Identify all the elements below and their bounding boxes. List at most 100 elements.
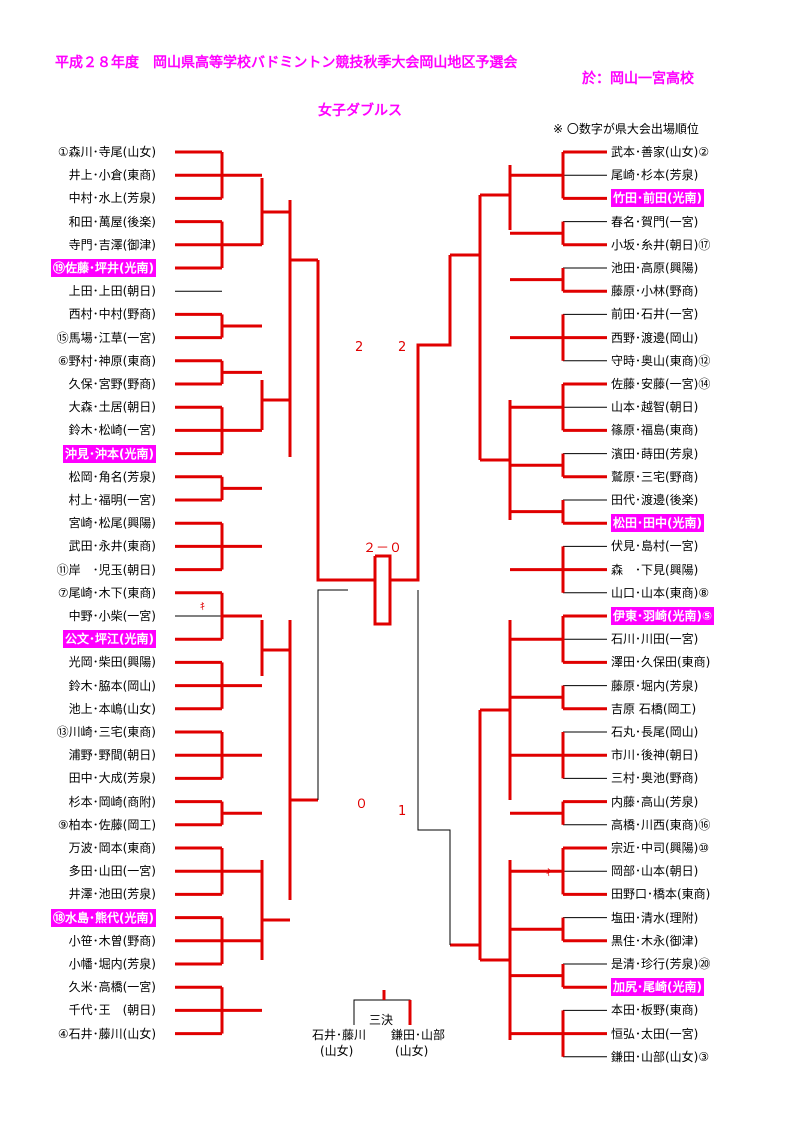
- score-final: ２－０: [363, 541, 402, 556]
- left-entry: 小幡･堀内(芳泉): [68, 957, 156, 971]
- left-entry: 光岡･柴田(興陽): [68, 655, 156, 670]
- left-entry: ⑱水島･熊代(光南): [51, 908, 156, 927]
- right-entry: 守時･奥山(東商)⑫: [611, 353, 711, 368]
- left-entry: ⑦尾崎･木下(東商): [57, 585, 156, 600]
- third-place-left-pair: 石井･藤川: [312, 1028, 366, 1042]
- left-entry: 大森･土居(朝日): [68, 400, 156, 415]
- right-entry: 石丸･長尾(岡山): [611, 725, 699, 739]
- right-entry: 春名･賀門(一宮): [611, 214, 699, 229]
- right-entry: 伊東･羽崎(光南)⑤: [611, 607, 715, 625]
- score-lower-left: ０: [355, 797, 368, 812]
- left-entry: 中野･小柴(一宮): [68, 609, 156, 623]
- right-entry: 黒住･木永(御津): [611, 933, 699, 948]
- third-place-right-pair: 鎌田･山部: [391, 1027, 445, 1042]
- event-subtitle: 女子ダブルス: [318, 103, 402, 119]
- right-entry: 伏見･島村(一宮): [611, 539, 699, 554]
- left-entry: 多田･山田(一宮): [68, 864, 156, 879]
- right-entry: 尾崎･杉本(芳泉): [611, 168, 699, 183]
- third-place-right-school: (山女): [395, 1043, 428, 1058]
- score-lower-right: 1: [398, 804, 406, 819]
- right-entry: 藤原･堀内(芳泉): [611, 678, 699, 693]
- left-entry: 久米･高橋(一宮): [68, 980, 156, 995]
- right-entry: 本田･板野(東商): [611, 1003, 699, 1018]
- retire-mark-left: ｷ: [200, 602, 205, 613]
- right-entry: 濱田･蒔田(芳泉): [611, 446, 699, 461]
- right-entry: 高橋･川西(東商)⑯: [611, 817, 711, 832]
- left-entry: 村上･福明(一宮): [68, 493, 156, 507]
- right-entry: 松田･田中(光南): [611, 514, 704, 533]
- right-entry: 鷲原･三宅(野商): [611, 469, 699, 484]
- right-entry: 武本･善家(山女)②: [611, 145, 710, 159]
- left-entry: ⑨柏本･佐藤(岡工): [57, 817, 156, 832]
- left-entry: ⑥野村･神原(東商): [57, 353, 156, 368]
- left-entry: 宮崎･松尾(興陽): [68, 516, 156, 531]
- right-entry: 小坂･糸井(朝日)⑰: [611, 237, 711, 252]
- left-entry: 鈴木･松崎(一宮): [68, 423, 156, 438]
- right-entry: 森 ･下見(興陽): [611, 562, 699, 577]
- right-entry: 石川･川田(一宮): [611, 632, 699, 647]
- bracket-line: [353, 999, 411, 1025]
- right-entry: 吉原 石橋(岡工): [611, 701, 697, 716]
- right-entry: 西野･渡邊(岡山): [611, 330, 699, 345]
- right-entry: 宗近･中司(興陽)⑩: [611, 841, 710, 855]
- left-entry: 上田･上田(朝日): [68, 284, 156, 299]
- right-entry: 田野口･橋本(東商): [611, 887, 711, 902]
- left-entry: 寺門･吉澤(御津): [68, 237, 156, 252]
- right-entry: 塩田･清水(理附): [611, 910, 699, 925]
- left-entry: 鈴木･脇本(岡山): [68, 678, 156, 693]
- right-entry: 前田･石井(一宮): [611, 307, 699, 322]
- bracket-line: [373, 554, 392, 626]
- left-entry: 沖見･沖本(光南): [63, 444, 156, 463]
- bracket-line: [316, 260, 375, 582]
- right-entry: 山口･山本(東商)⑧: [611, 585, 710, 600]
- score-upper-right: 2: [398, 340, 406, 355]
- right-entry: 佐藤･安藤(一宮)⑭: [611, 377, 711, 391]
- right-entry: 篠原･福島(東商): [611, 423, 699, 438]
- left-entry: 千代･王 (朝日): [68, 1003, 156, 1018]
- right-entry: 三村･奥池(野商): [611, 771, 699, 786]
- right-entry: 是清･珍行(芳泉)⑳: [611, 957, 711, 971]
- right-entry: 岡部･山本(朝日): [611, 864, 699, 879]
- left-entry: 井澤･池田(芳泉): [68, 887, 156, 902]
- right-entry: 山本･越智(朝日): [611, 400, 699, 415]
- right-entry: 鎌田･山部(山女)③: [611, 1049, 710, 1064]
- third-place-left-school: (山女): [320, 1043, 353, 1058]
- score-upper-left: 2: [355, 340, 363, 355]
- left-entry: 松岡･角名(芳泉): [68, 469, 156, 484]
- bracket-line: [417, 590, 451, 945]
- left-entry: ①森川･寺尾(山女): [57, 145, 156, 159]
- left-entry: ⑲佐藤･坪井(光南): [51, 259, 156, 277]
- left-entry: 浦野･野間(朝日): [68, 748, 156, 763]
- right-entry: 澤田･久保田(東商): [611, 655, 711, 670]
- left-entry: 和田･萬屋(後楽): [68, 214, 156, 229]
- right-entry: 池田･高原(興陽): [611, 261, 699, 275]
- left-entry: 武田･永井(東商): [68, 539, 156, 554]
- left-entry: 井上･小倉(東商): [68, 168, 156, 183]
- bracket-lines: [175, 150, 607, 1058]
- left-entry: 西村･中村(野商): [68, 307, 156, 322]
- left-entry: 万波･岡本(東商): [68, 841, 156, 855]
- left-entry: 杉本･岡崎(商附): [68, 794, 156, 809]
- left-entry: ⑬川崎･三宅(東商): [56, 725, 156, 739]
- right-entry: 加尻･尾崎(光南): [611, 978, 704, 997]
- bracket-line: [317, 589, 348, 800]
- ranking-note: ※ 〇数字が県大会出場順位: [553, 122, 699, 136]
- right-entry: 田代･渡邊(後楽): [611, 493, 699, 507]
- left-entry: ⑪岸 ･児玉(朝日): [56, 562, 156, 577]
- left-entry: 久保･宮野(野商): [68, 377, 156, 391]
- left-entry: 田中･大成(芳泉): [68, 771, 156, 786]
- right-entry: 内藤･高山(芳泉): [611, 794, 699, 809]
- retire-mark-right: ｷ: [546, 868, 551, 879]
- left-entry: 中村･水上(芳泉): [68, 191, 156, 206]
- page-title: 平成２８年度 岡山県高等学校バドミントン競技秋季大会岡山地区予選会: [55, 55, 518, 71]
- left-entry: 公文･坪江(光南): [63, 630, 156, 649]
- left-entry: 池上･本嶋(山女): [68, 701, 156, 716]
- left-entry: ⑮馬場･江草(一宮): [56, 330, 156, 345]
- left-entry: ④石井･藤川(山女): [57, 1026, 156, 1041]
- right-entry: 恒弘･太田(一宮): [611, 1026, 699, 1041]
- right-entry: 竹田･前田(光南): [611, 189, 704, 208]
- venue-label: 於：岡山一宮高校: [582, 71, 694, 87]
- bracket-line: [390, 255, 452, 582]
- right-entry: 市川･後神(朝日): [611, 748, 699, 763]
- right-entry: 藤原･小林(野商): [611, 284, 699, 299]
